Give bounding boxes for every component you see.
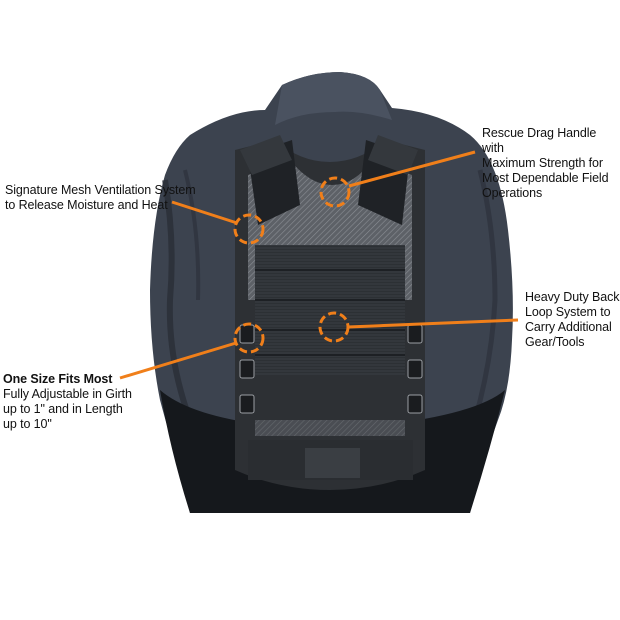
callout-one-size	[119, 322, 265, 380]
callout-mesh-ventilation	[171, 200, 265, 245]
label-one-size: One Size Fits Most Fully Adjustable in G…	[3, 372, 132, 431]
tactical-vest	[235, 135, 425, 490]
label-mesh-ventilation: Signature Mesh Ventilation System to Rel…	[5, 183, 196, 212]
label-back-loop-system: Heavy Duty Back Loop System to Carry Add…	[525, 290, 620, 349]
label-rescue-drag-handle: Rescue Drag Handle with Maximum Strength…	[482, 126, 609, 200]
callout-back-loop-system	[318, 311, 519, 343]
callout-rescue-drag-handle	[319, 150, 476, 208]
